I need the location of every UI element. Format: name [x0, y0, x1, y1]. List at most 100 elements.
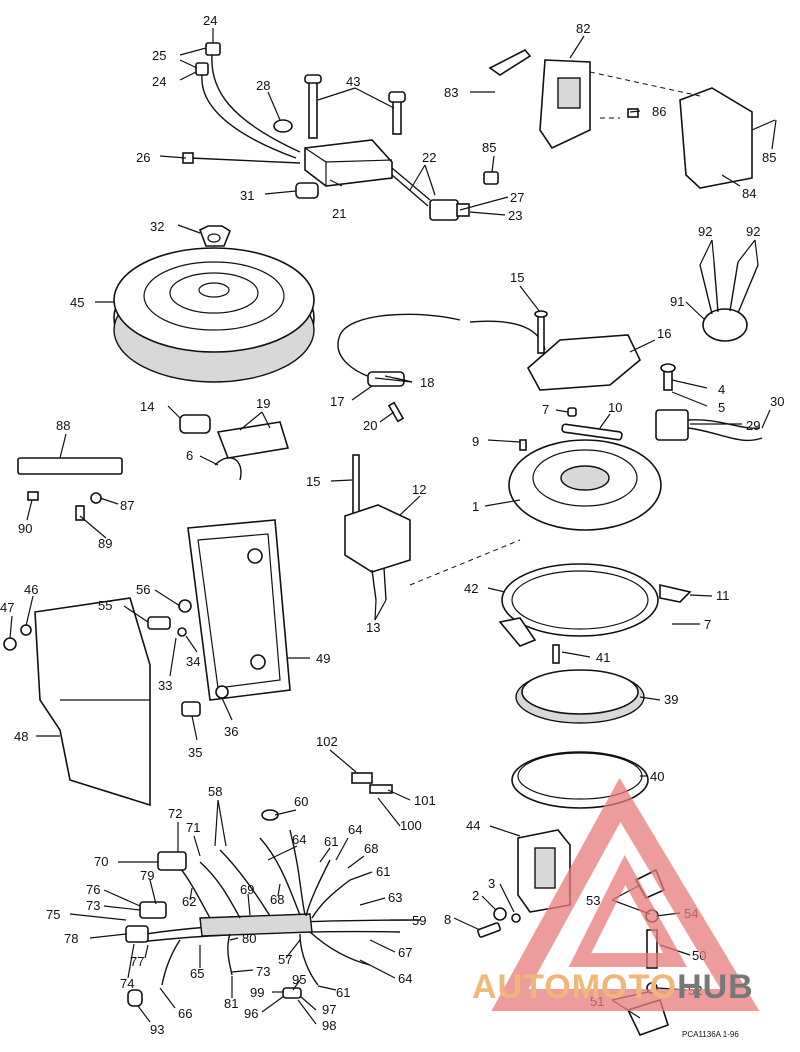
callout-76: 76 — [86, 882, 100, 897]
callout-80: 80 — [242, 931, 256, 946]
callout-59: 59 — [412, 913, 426, 928]
callout-64: 64 — [348, 822, 362, 837]
callout-15: 15 — [510, 270, 524, 285]
callout-61b: 61 — [376, 864, 390, 879]
callout-29: 29 — [746, 418, 760, 433]
callout-43: 43 — [346, 74, 360, 89]
callout-1: 1 — [472, 499, 479, 514]
callout-16: 16 — [657, 326, 671, 341]
callout-35: 35 — [188, 745, 202, 760]
callout-82: 82 — [576, 21, 590, 36]
callout-61c: 61 — [336, 985, 350, 1000]
callout-83: 83 — [444, 85, 458, 100]
callout-20: 20 — [363, 418, 377, 433]
timer-base-assembly — [337, 310, 763, 531]
callout-66: 66 — [178, 1006, 192, 1021]
callout-75: 75 — [46, 907, 60, 922]
callout-22: 22 — [422, 150, 436, 165]
callout-34: 34 — [186, 654, 200, 669]
callout-92b: 92 — [746, 224, 760, 239]
callout-10: 10 — [608, 400, 622, 415]
callout-79: 79 — [140, 868, 154, 883]
callout-21: 21 — [332, 206, 346, 221]
callout-65: 65 — [190, 966, 204, 981]
callout-30: 30 — [770, 394, 784, 409]
callout-44: 44 — [466, 818, 480, 833]
callout-7b: 7 — [704, 617, 711, 632]
callout-53: 53 — [586, 893, 600, 908]
callout-45: 45 — [70, 295, 84, 310]
callout-68: 68 — [364, 841, 378, 856]
callout-2: 2 — [472, 888, 479, 903]
callout-90: 90 — [18, 521, 32, 536]
flywheel — [113, 225, 315, 383]
callout-26: 26 — [136, 150, 150, 165]
callout-81: 81 — [224, 996, 238, 1011]
callout-47: 47 — [0, 600, 14, 615]
callout-84: 84 — [742, 186, 756, 201]
ignition-coil-assembly — [182, 42, 470, 221]
callout-13: 13 — [366, 620, 380, 635]
callout-15b: 15 — [306, 474, 320, 489]
callout-64c: 64 — [398, 971, 412, 986]
callout-28: 28 — [256, 78, 270, 93]
callout-39: 39 — [664, 692, 678, 707]
callout-61: 61 — [324, 834, 338, 849]
sensor-unit — [699, 261, 759, 342]
callout-3: 3 — [488, 876, 495, 891]
callout-12: 12 — [412, 482, 426, 497]
callout-4: 4 — [718, 382, 725, 397]
callout-48: 48 — [14, 729, 28, 744]
callout-78: 78 — [64, 931, 78, 946]
callout-14: 14 — [140, 399, 154, 414]
callout-40: 40 — [650, 769, 664, 784]
callout-101: 101 — [414, 793, 436, 808]
callout-63: 63 — [388, 890, 402, 905]
leader-lines — [9, 28, 777, 1025]
callout-18: 18 — [420, 375, 434, 390]
callout-32: 32 — [150, 219, 164, 234]
callout-99: 99 — [250, 985, 264, 1000]
callout-72: 72 — [168, 806, 182, 821]
callout-71: 71 — [186, 820, 200, 835]
callout-31: 31 — [240, 188, 254, 203]
callout-49: 49 — [316, 651, 330, 666]
callout-98: 98 — [322, 1018, 336, 1033]
callout-95: 95 — [292, 972, 306, 987]
callout-23: 23 — [508, 208, 522, 223]
callout-8: 8 — [444, 912, 451, 927]
callout-9: 9 — [472, 434, 479, 449]
callout-86: 86 — [652, 104, 666, 119]
callout-41: 41 — [596, 650, 610, 665]
watermark-part2: HUB — [677, 968, 754, 1006]
callout-labels: 24 25 24 28 43 26 22 31 21 27 23 82 83 8… — [0, 13, 784, 1037]
callout-60: 60 — [294, 794, 308, 809]
callout-67: 67 — [398, 945, 412, 960]
callout-70: 70 — [94, 854, 108, 869]
callout-6: 6 — [186, 448, 193, 463]
callout-73b: 73 — [256, 964, 270, 979]
callout-7: 7 — [542, 402, 549, 417]
callout-92: 92 — [698, 224, 712, 239]
callout-25: 25 — [152, 48, 166, 63]
callout-24b: 24 — [152, 74, 166, 89]
callout-74: 74 — [120, 976, 134, 991]
callout-55: 55 — [98, 598, 112, 613]
watermark-logo — [491, 777, 760, 1011]
callout-85b: 85 — [762, 150, 776, 165]
callout-17: 17 — [330, 394, 344, 409]
watermark-text: AUTOMOTOHUB — [472, 968, 754, 1007]
callout-62: 62 — [182, 894, 196, 909]
callout-19: 19 — [256, 396, 270, 411]
mounting-plate-and-cover — [3, 519, 291, 807]
callout-69: 69 — [240, 882, 254, 897]
callout-87: 87 — [120, 498, 134, 513]
callout-89: 89 — [98, 536, 112, 551]
callout-102: 102 — [316, 734, 338, 749]
callout-36: 36 — [224, 724, 238, 739]
callout-96: 96 — [244, 1006, 258, 1021]
callout-24: 24 — [203, 13, 217, 28]
callout-46: 46 — [24, 582, 38, 597]
callout-100: 100 — [400, 818, 422, 833]
